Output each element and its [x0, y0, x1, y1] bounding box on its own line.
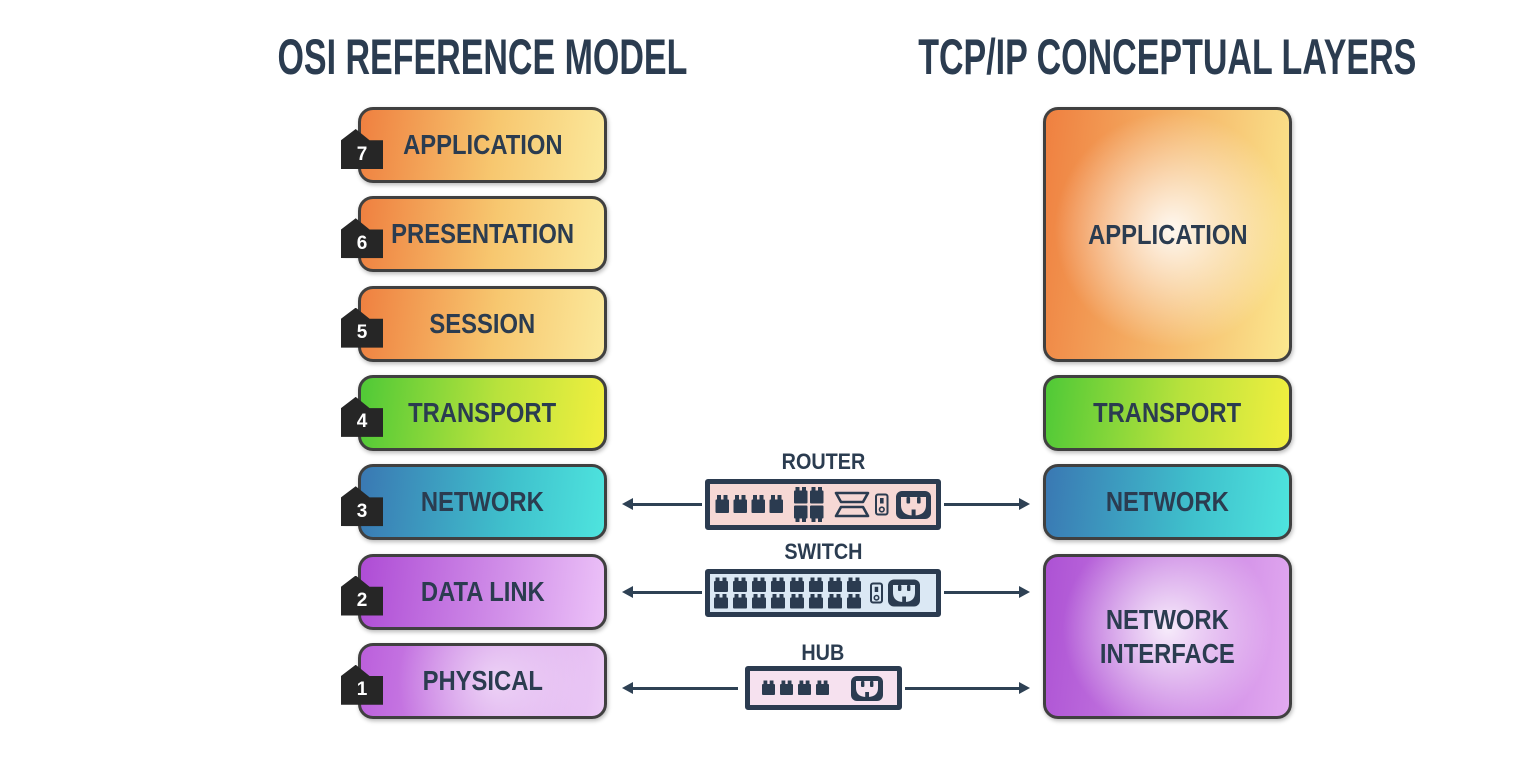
arrow-hub-to-osi-physical: [622, 682, 738, 694]
router-front-panel: [715, 487, 931, 522]
osi-layer-presentation: 6 PRESENTATION: [341, 196, 607, 273]
layer-label: TRANSPORT: [408, 396, 557, 428]
ethernet-port-icon: [762, 680, 829, 695]
layer-label: TRANSPORT: [1093, 397, 1242, 428]
switch-front-panel: [714, 577, 920, 609]
ethernet-port-icon: [715, 495, 783, 513]
layer-label: NETWORK: [421, 486, 544, 518]
osi-layer-network: 3 NETWORK: [341, 464, 607, 541]
osi-column-title: OSI REFERENCE MODEL: [262, 29, 702, 85]
layer-number: 2: [356, 590, 368, 611]
tcpip-layer-transport: TRANSPORT: [1043, 375, 1292, 451]
power-switch-icon: [875, 493, 889, 516]
layer-label-line2: INTERFACE: [1100, 637, 1235, 669]
ethernet-port-icon: [714, 577, 861, 609]
osi-title-text: OSI REFERENCE MODEL: [277, 29, 687, 85]
layer-label: PRESENTATION: [391, 218, 574, 250]
switch-device: [705, 569, 941, 617]
router-device: [705, 479, 941, 530]
osi-layer-physical: 1 PHYSICAL: [341, 642, 607, 719]
osi-layer-3-badge: 3: [341, 486, 383, 527]
power-inlet-icon: [888, 579, 920, 607]
arrow-router-to-tcpip-network: [944, 498, 1030, 510]
ethernet-port-cluster-icon: [794, 487, 824, 522]
power-inlet-icon: [851, 676, 883, 701]
arrow-hub-to-tcpip-network-interface: [905, 682, 1030, 694]
layer-number: 7: [356, 143, 368, 165]
osi-layer-transport: 4 TRANSPORT: [341, 374, 607, 451]
layer-number: 3: [356, 500, 368, 522]
arrow-switch-to-osi-data-link: [622, 586, 702, 598]
osi-layer-5-badge: 5: [341, 307, 383, 348]
serial-port-icon: [834, 491, 870, 518]
layer-label: PHYSICAL: [422, 664, 543, 696]
osi-layer-session: 5 SESSION: [341, 285, 607, 362]
layer-number: 4: [356, 411, 368, 433]
arrow-switch-to-tcpip-network-interface: [944, 586, 1030, 598]
hub-device: [745, 666, 902, 710]
power-switch-icon: [870, 582, 883, 604]
layer-number: 1: [356, 679, 368, 701]
layer-label-line1: NETWORK: [1106, 604, 1229, 636]
hub-front-panel: [762, 676, 883, 701]
tcpip-layer-network-interface: NETWORK INTERFACE: [1043, 554, 1292, 719]
layer-label: NETWORK: [1106, 486, 1229, 517]
osi-layer-7-badge: 7: [341, 129, 383, 169]
osi-layer-2-badge: 2: [341, 575, 383, 616]
power-inlet-icon: [896, 491, 931, 519]
layer-label: DATA LINK: [420, 575, 545, 607]
osi-layer-1-badge: 1: [341, 664, 383, 705]
arrow-router-to-osi-network: [622, 498, 702, 510]
layer-number: 6: [356, 232, 368, 254]
tcpip-title-text: TCP/IP CONCEPTUAL LAYERS: [917, 29, 1417, 85]
osi-layer-application: 7 APPLICATION: [341, 107, 607, 183]
layer-number: 5: [356, 322, 368, 344]
tcpip-column-title: TCP/IP CONCEPTUAL LAYERS: [917, 29, 1417, 85]
tcpip-layer-application: APPLICATION: [1043, 107, 1292, 362]
osi-layer-data-link: 2 DATA LINK: [341, 553, 607, 630]
switch-label: SWITCH: [783, 539, 863, 564]
tcpip-layer-network: NETWORK: [1043, 464, 1292, 540]
osi-layer-6-badge: 6: [341, 218, 383, 259]
layer-label: APPLICATION: [1087, 218, 1248, 250]
router-label: ROUTER: [781, 449, 865, 474]
layer-label: SESSION: [429, 307, 536, 339]
osi-layer-4-badge: 4: [341, 396, 383, 437]
layer-label: APPLICATION: [402, 129, 563, 160]
hub-label: HUB: [801, 640, 845, 665]
